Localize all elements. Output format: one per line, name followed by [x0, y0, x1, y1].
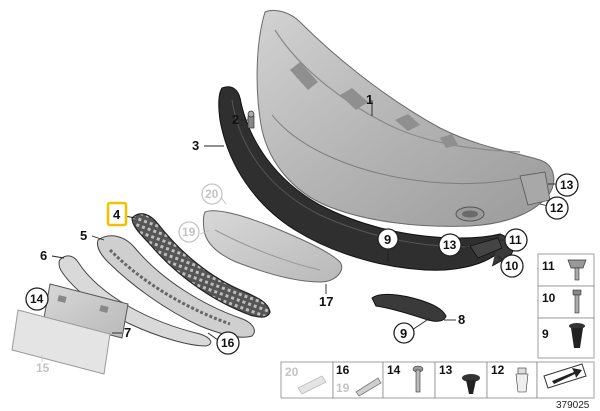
- side-legend: 11 10 9: [537, 253, 595, 359]
- callout-15: 15: [36, 361, 50, 375]
- svg-text:9: 9: [542, 327, 549, 341]
- plate-bracket: [43, 283, 129, 339]
- svg-text:10: 10: [505, 259, 519, 273]
- expanding-rivet-icon: [462, 374, 480, 394]
- callout-8: 8: [458, 312, 465, 327]
- svg-text:1: 1: [366, 92, 373, 107]
- svg-text:2: 2: [232, 112, 239, 127]
- svg-text:12: 12: [491, 363, 505, 377]
- callout-4-highlighted: 4: [106, 201, 128, 227]
- svg-text:14: 14: [387, 363, 401, 377]
- callout-16: 16: [216, 331, 240, 355]
- callout-1: 1: [366, 92, 373, 107]
- callout-13-right: 13: [555, 173, 579, 197]
- svg-text:8: 8: [458, 312, 465, 327]
- license-plate: [11, 309, 111, 375]
- callout-13-left: 13: [438, 233, 462, 257]
- callout-11: 11: [504, 228, 528, 252]
- callout-7: 7: [124, 325, 131, 340]
- svg-text:11: 11: [542, 259, 555, 273]
- legend-item-11: 11: [542, 259, 587, 281]
- clip-bracket-icon: [297, 375, 327, 395]
- svg-text:7: 7: [124, 325, 131, 340]
- legend-item-20: 20: [285, 365, 327, 395]
- legend-item-9: 9: [542, 323, 585, 348]
- legend-item-16-19: 16 19: [336, 363, 382, 397]
- callout-19: 19: [178, 221, 200, 243]
- svg-text:16: 16: [221, 336, 235, 350]
- legend-item-10: 10: [542, 289, 582, 314]
- corner-flap: [371, 293, 447, 322]
- legend-item-12: 12: [491, 363, 529, 393]
- side-bracket: [469, 237, 503, 259]
- clip: [247, 110, 255, 129]
- svg-text:6: 6: [40, 248, 47, 263]
- svg-text:13: 13: [439, 363, 453, 377]
- svg-text:15: 15: [36, 361, 50, 375]
- svg-text:20: 20: [205, 187, 219, 201]
- callout-9-upper: 9: [377, 228, 399, 250]
- callout-17: 17: [319, 294, 333, 309]
- bolt-icon: [412, 365, 424, 393]
- callout-20: 20: [201, 183, 223, 205]
- svg-text:4: 4: [113, 207, 121, 222]
- svg-text:379025: 379025: [556, 400, 590, 411]
- clip-nut-icon: [567, 259, 587, 281]
- callout-6: 6: [40, 248, 47, 263]
- svg-text:13: 13: [560, 178, 574, 192]
- svg-text:19: 19: [336, 381, 350, 395]
- callout-14: 14: [25, 287, 49, 311]
- svg-text:10: 10: [542, 291, 556, 305]
- arrow-sticker-icon: [543, 363, 587, 389]
- grille-mesh: [131, 213, 271, 318]
- svg-text:14: 14: [30, 292, 44, 306]
- grille-frame: [97, 235, 255, 338]
- legend-item-14: 14: [387, 363, 424, 393]
- diagram-number: 379025: [556, 400, 590, 411]
- push-rivet-icon: [569, 323, 585, 348]
- svg-text:3: 3: [192, 138, 199, 153]
- bumper-cover: [256, 9, 555, 227]
- callout-9-lower: 9: [393, 322, 415, 344]
- svg-text:9: 9: [384, 232, 391, 247]
- callout-5: 5: [80, 228, 87, 243]
- strip-clip-icon: [355, 377, 382, 397]
- callout-3: 3: [192, 138, 199, 153]
- svg-text:20: 20: [285, 365, 299, 379]
- svg-text:9: 9: [400, 326, 407, 341]
- svg-text:19: 19: [182, 225, 196, 239]
- bottom-legend: 20 16 19 14 13 12: [280, 361, 595, 411]
- plug-clip-icon: [515, 367, 529, 393]
- trim-strip: [58, 255, 212, 347]
- legend-item-13: 13: [439, 363, 480, 394]
- svg-text:5: 5: [80, 228, 87, 243]
- svg-text:12: 12: [550, 201, 564, 215]
- callout-2: 2: [232, 112, 239, 127]
- screw-icon: [572, 289, 582, 314]
- callout-10: 10: [500, 254, 524, 278]
- svg-text:13: 13: [443, 238, 457, 252]
- svg-text:16: 16: [336, 363, 350, 377]
- svg-text:17: 17: [319, 294, 333, 309]
- underbody-panel: [202, 210, 343, 283]
- svg-text:11: 11: [509, 233, 522, 247]
- callout-12: 12: [545, 196, 569, 220]
